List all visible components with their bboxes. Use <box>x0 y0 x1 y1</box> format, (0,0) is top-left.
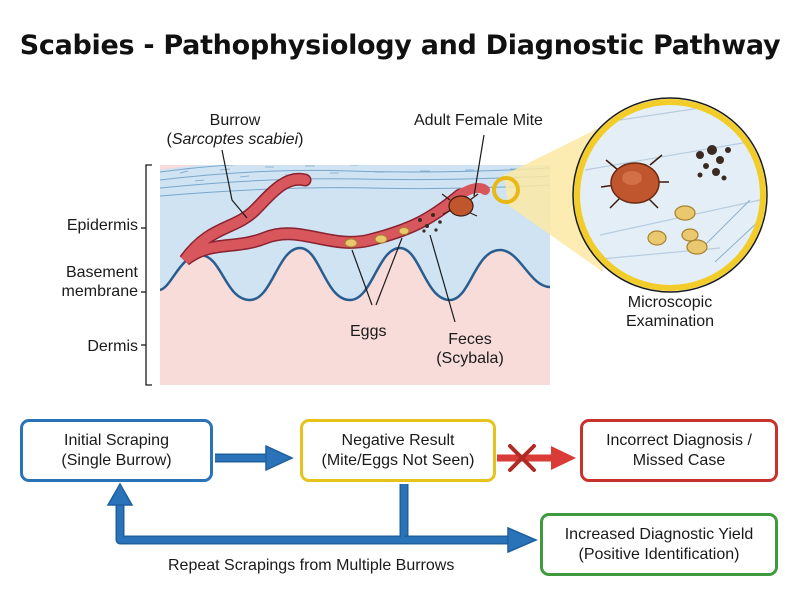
repeat-scrapings-label: Repeat Scrapings from Multiple Burrows <box>168 557 455 574</box>
dermis-label: Dermis <box>87 338 138 355</box>
basement-membrane-line <box>160 246 550 302</box>
eggs-in-burrow <box>344 227 410 248</box>
leader-lines <box>221 134 485 323</box>
page-title: Scabies - Pathophysiology and Diagnostic… <box>19 30 781 61</box>
initial-scraping-box: Initial Scraping (Single Burrow) <box>20 419 213 482</box>
feces-dots <box>418 213 442 233</box>
lens-eggs <box>647 205 708 255</box>
burrow-label: Burrow (Sarcoptes scabiei) <box>166 112 304 148</box>
lens-mite <box>600 154 669 209</box>
feces-label: Feces (Scybala) <box>436 331 504 367</box>
adult-mite-label: Adult Female Mite <box>414 112 543 129</box>
magnifier-target <box>492 176 520 204</box>
negative-result-box: Negative Result (Mite/Eggs Not Seen) <box>300 419 496 482</box>
epidermis-label: Epidermis <box>66 217 138 234</box>
lens-feces <box>696 145 731 181</box>
cross-icon <box>508 444 536 472</box>
adult-female-mite <box>441 193 479 217</box>
flow-arrows <box>106 444 576 554</box>
eggs-label: Eggs <box>350 323 387 340</box>
basement-membrane-label: Basement membrane <box>61 264 138 300</box>
layer-bracket <box>141 164 152 386</box>
species-name: Sarcoptes scabiei <box>171 131 299 148</box>
arrow-repeat-loop <box>115 484 409 545</box>
microscopic-lens <box>572 97 768 293</box>
incorrect-diagnosis-box: Incorrect Diagnosis / Missed Case <box>580 419 778 482</box>
skin-cross-section <box>160 165 550 385</box>
microscopic-examination-label: Microscopic Examination <box>625 294 715 330</box>
stratum-corneum <box>160 165 550 197</box>
increased-yield-box: Increased Diagnostic Yield (Positive Ide… <box>540 513 778 576</box>
